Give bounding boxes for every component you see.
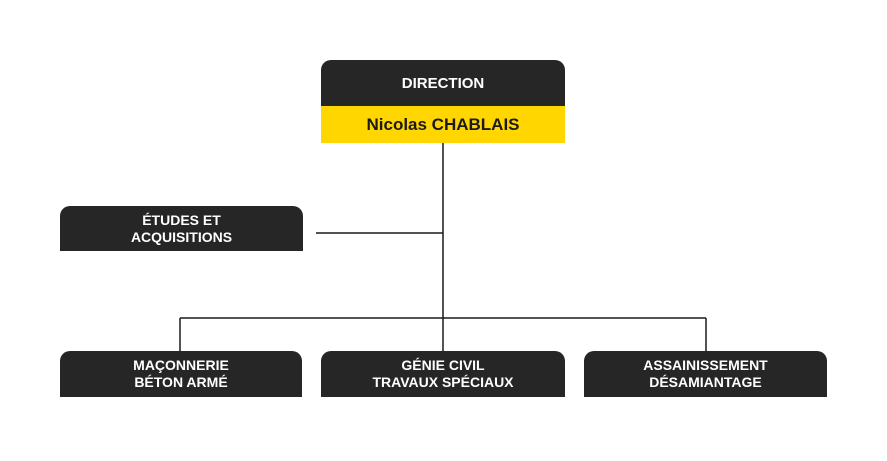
department-box-maconnerie: MAÇONNERIE BÉTON ARMÉ xyxy=(60,351,302,397)
department-box-assainissement: ASSAINISSEMENT DÉSAMIANTAGE xyxy=(584,351,827,397)
department-label: GÉNIE CIVIL TRAVAUX SPÉCIAUX xyxy=(372,357,514,390)
director-title: DIRECTION xyxy=(401,74,485,92)
director-box: DIRECTION xyxy=(321,60,565,106)
director-name-banner: Nicolas CHABLAIS xyxy=(321,106,565,143)
staff-unit-box: ÉTUDES ET ACQUISITIONS xyxy=(60,206,303,251)
department-box-genie-civil: GÉNIE CIVIL TRAVAUX SPÉCIAUX xyxy=(321,351,565,397)
department-label: ASSAINISSEMENT DÉSAMIANTAGE xyxy=(643,357,768,390)
staff-unit-label: ÉTUDES ET ACQUISITIONS xyxy=(130,211,233,245)
director-name: Nicolas CHABLAIS xyxy=(366,114,520,134)
department-label: MAÇONNERIE BÉTON ARMÉ xyxy=(133,357,229,390)
